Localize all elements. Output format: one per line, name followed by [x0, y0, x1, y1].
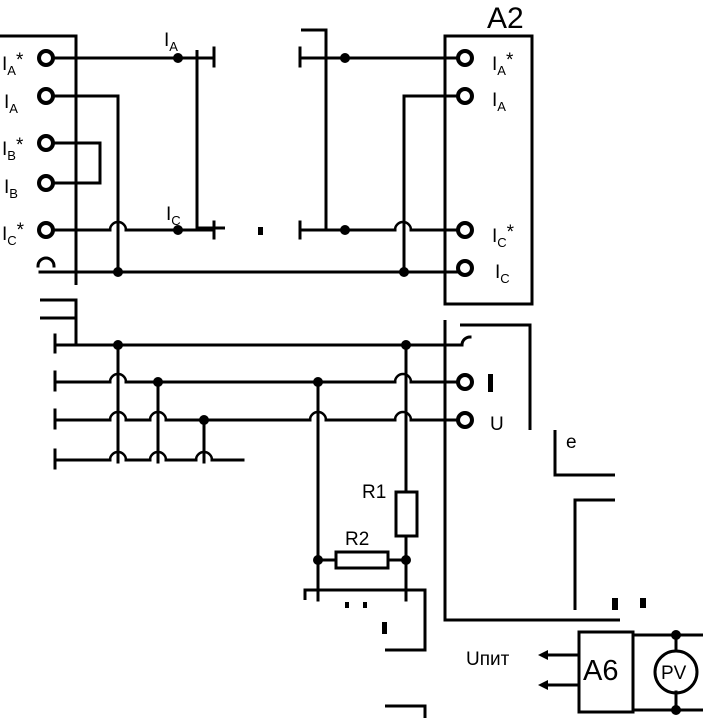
left-label-4: IC*: [2, 220, 25, 248]
right-label-1: IA: [492, 90, 506, 114]
current-transformer-frames: [195, 28, 328, 240]
terminal-right-ia-star: [456, 49, 474, 67]
voltage-fragment-label: U: [490, 414, 504, 435]
terminal-voltage-1: [456, 373, 474, 391]
pv-label: PV: [661, 663, 687, 684]
left-label-2: IB*: [2, 135, 24, 163]
block-a6-title: A6: [583, 655, 618, 687]
terminal-right-ic-star: [456, 221, 474, 239]
terminal-left-ic-star: [37, 221, 55, 239]
current-wires: IA IC: [38, 30, 464, 274]
junction-dots: [113, 53, 681, 715]
right-label-0: IA*: [492, 50, 514, 78]
terminal-left-ib: [37, 174, 55, 192]
r2-label: R2: [345, 529, 369, 550]
left-label-1: IA: [4, 92, 18, 116]
wire-label-ia: IA: [164, 30, 178, 54]
voltage-terminals: U: [456, 335, 504, 435]
terminal-voltage-2: [456, 411, 474, 429]
left-label-0: IA*: [2, 50, 24, 78]
block-a2: A2: [443, 2, 534, 306]
block-a2-title: A2: [487, 2, 524, 35]
wire-label-ic: IC: [166, 204, 181, 228]
e-symbol: e: [566, 432, 577, 453]
r1-label: R1: [362, 482, 386, 503]
terminal-left-ia-star: [37, 49, 55, 67]
resistor-r2: R2: [316, 529, 408, 570]
lower-cut-frame: [303, 588, 427, 718]
terminal-right-ia: [456, 87, 474, 105]
terminal-left-ia: [37, 87, 55, 105]
block-a6: A6 PV Uпит: [466, 630, 703, 714]
left-block: [0, 34, 78, 345]
terminal-left-ib-star: [37, 134, 55, 152]
terminal-right-ic: [456, 259, 474, 277]
left-terminals: IA* IA IB* IB IC*: [2, 49, 56, 268]
right-label-3: IC: [495, 262, 510, 286]
right-label-2: IC*: [492, 222, 515, 250]
right-terminals: IA* IA IC* IC: [456, 49, 515, 286]
left-label-3: IB: [4, 177, 18, 201]
right-voltage-block: e: [443, 320, 646, 622]
resistor-r1: R1: [362, 482, 419, 602]
supply-label: Uпит: [466, 649, 510, 670]
